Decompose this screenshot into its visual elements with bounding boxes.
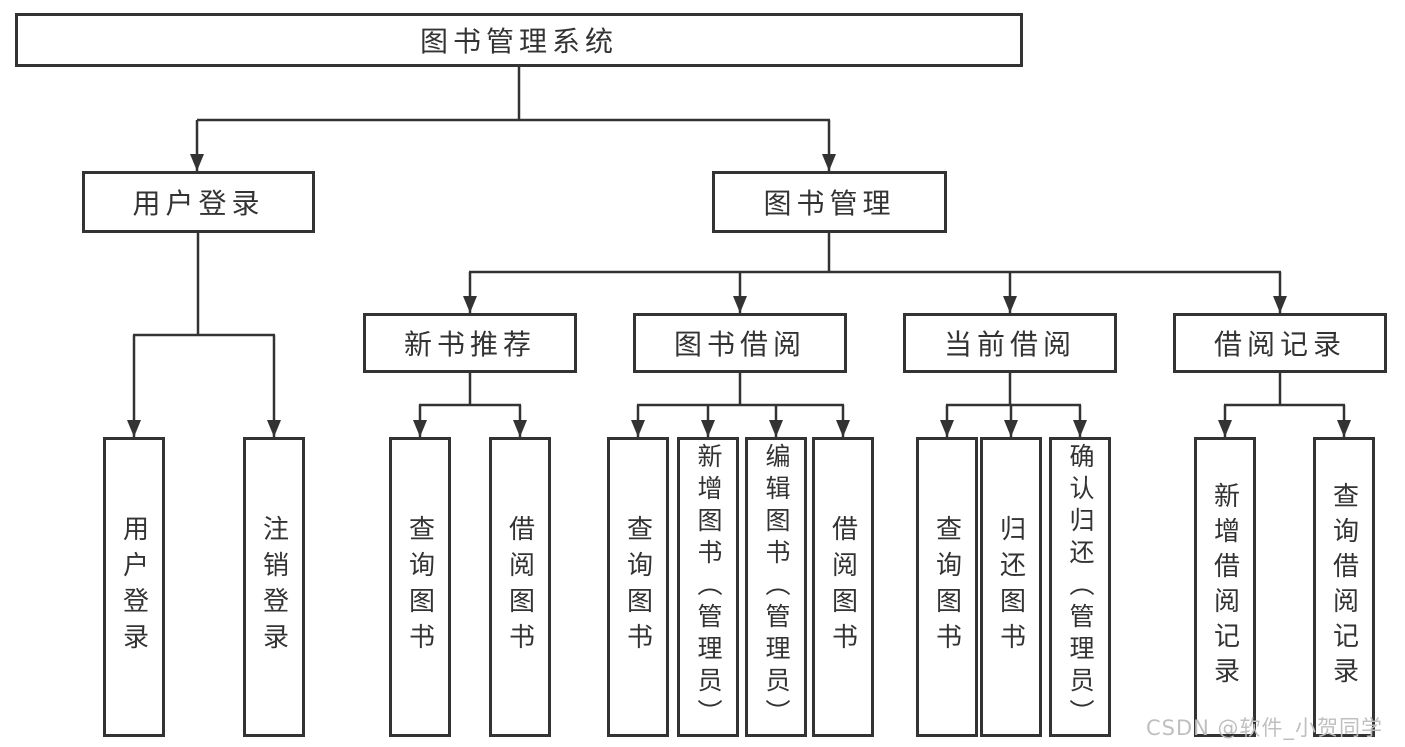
node-book-management: 图书管理: [712, 171, 947, 233]
leaf-add-borrow-record: 新增借阅记录: [1194, 437, 1256, 737]
leaf-return-books-label: 归还图书: [995, 515, 1026, 659]
node-current-borrowing: 当前借阅: [903, 313, 1117, 373]
leaf-user-login-label: 用户登录: [118, 515, 149, 659]
leaf-confirm-return-admin: 确认归还（管理员）: [1049, 437, 1111, 737]
node-book-borrowing-label: 图书借阅: [673, 328, 806, 361]
leaf-query-borrow-record: 查询借阅记录: [1313, 437, 1375, 737]
node-current-borrowing-label: 当前借阅: [943, 328, 1076, 361]
leaf-query-books-3: 查询图书: [916, 437, 978, 737]
node-book-borrowing: 图书借阅: [633, 313, 847, 373]
node-user-login-label: 用户登录: [132, 187, 265, 220]
node-new-book-recommend-label: 新书推荐: [403, 328, 536, 361]
node-library-system-label: 图书管理系统: [419, 25, 618, 58]
leaf-add-books-admin-label: 新增图书（管理员）: [694, 443, 723, 731]
leaf-borrow-books-2-label: 借阅图书: [827, 515, 858, 659]
leaf-borrow-books-2: 借阅图书: [812, 437, 874, 737]
leaf-edit-books-admin-label: 编辑图书（管理员）: [762, 443, 791, 731]
node-user-login: 用户登录: [82, 171, 315, 233]
leaf-logout: 注销登录: [243, 437, 305, 737]
leaf-confirm-return-admin-label: 确认归还（管理员）: [1066, 443, 1095, 731]
leaf-logout-label: 注销登录: [258, 515, 289, 659]
watermark: CSDN @软件_小贺同学: [1146, 716, 1384, 740]
leaf-borrow-books-1-label: 借阅图书: [504, 515, 535, 659]
leaf-query-books-1-label: 查询图书: [404, 515, 435, 659]
leaf-borrow-books-1: 借阅图书: [489, 437, 551, 737]
leaf-add-borrow-record-label: 新增借阅记录: [1209, 482, 1240, 692]
node-new-book-recommend: 新书推荐: [363, 313, 577, 373]
leaf-query-borrow-record-label: 查询借阅记录: [1328, 482, 1359, 692]
leaf-query-books-3-label: 查询图书: [931, 515, 962, 659]
leaf-query-books-2-label: 查询图书: [622, 515, 653, 659]
leaf-add-books-admin: 新增图书（管理员）: [677, 437, 739, 737]
leaf-query-books-2: 查询图书: [607, 437, 669, 737]
leaf-query-books-1: 查询图书: [389, 437, 451, 737]
node-borrowing-records: 借阅记录: [1173, 313, 1387, 373]
node-borrowing-records-label: 借阅记录: [1213, 328, 1346, 361]
node-library-system: 图书管理系统: [15, 13, 1023, 67]
leaf-user-login: 用户登录: [103, 437, 165, 737]
leaf-edit-books-admin: 编辑图书（管理员）: [745, 437, 807, 737]
leaf-return-books: 归还图书: [980, 437, 1042, 737]
node-book-management-label: 图书管理: [763, 187, 896, 220]
